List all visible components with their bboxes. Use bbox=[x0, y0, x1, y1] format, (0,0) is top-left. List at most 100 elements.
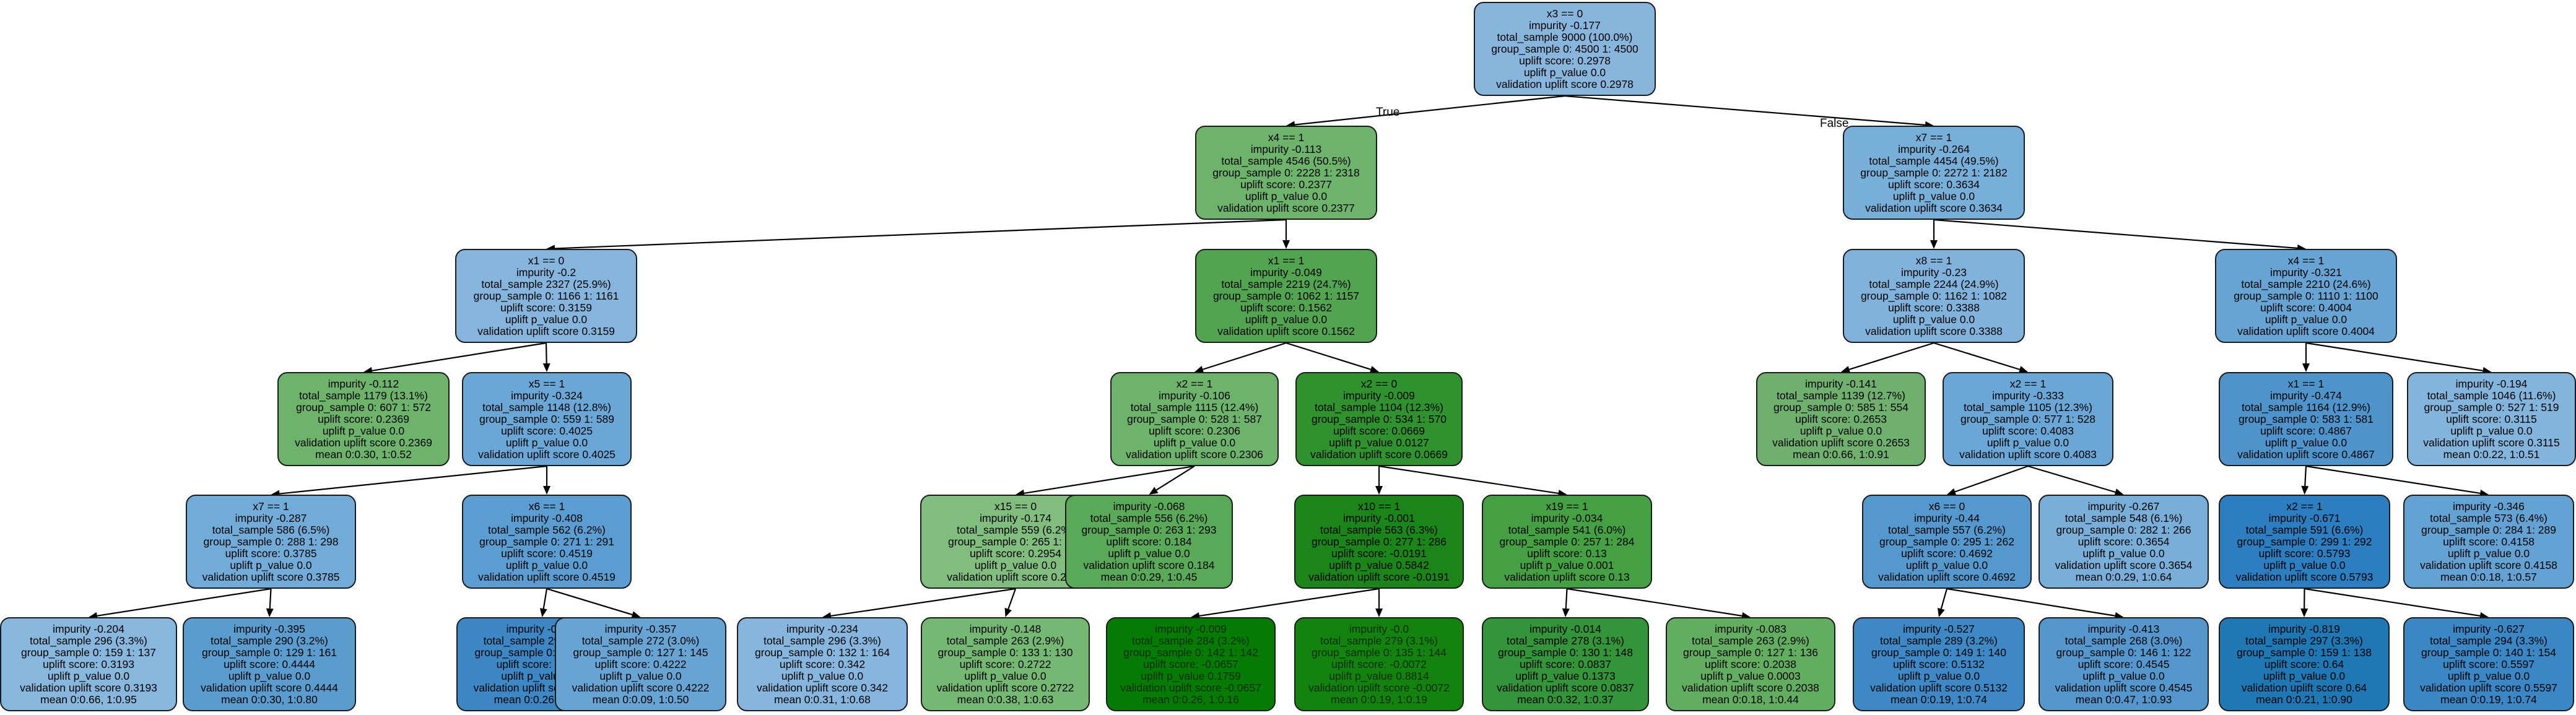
node-text-line: validation uplift score 0.3193 bbox=[20, 681, 157, 694]
node-text-line: uplift score: 0.342 bbox=[779, 657, 866, 670]
node-text-line: impurity -0.049 bbox=[1250, 266, 1322, 279]
node-text-line: impurity -0.413 bbox=[2087, 622, 2160, 635]
edge-arrowhead bbox=[266, 608, 274, 617]
node-text-line: uplift p_value 0.0 bbox=[2263, 558, 2346, 571]
node-text-line: validation uplift score 0.5132 bbox=[1870, 681, 2008, 694]
node-text-line: group_sample 0: 295 1: 262 bbox=[1879, 535, 2014, 548]
node-text-line: group_sample 0: 129 1: 161 bbox=[202, 646, 337, 659]
node-text-line: validation uplift score 0.2038 bbox=[1682, 681, 1819, 694]
edge-n16-n27 bbox=[542, 588, 548, 609]
node-text-line: mean 0:0.29, 1:0.45 bbox=[1100, 570, 1198, 583]
edge-n5-n11 bbox=[1849, 342, 1934, 370]
node-text-line: validation uplift score 0.5597 bbox=[2420, 681, 2557, 694]
node-text-line: group_sample 0: 133 1: 130 bbox=[938, 646, 1073, 659]
node-text-line: uplift p_value 0.0 bbox=[1986, 436, 2069, 449]
node-text-line: uplift score: 0.5132 bbox=[1893, 657, 1985, 670]
node-text-line: total_sample 563 (6.3%) bbox=[1320, 523, 1438, 536]
node-text-line: uplift p_value 0.0 bbox=[230, 558, 312, 571]
node-text-line: uplift p_value 0.0 bbox=[974, 558, 1057, 571]
node-text-line: impurity -0.113 bbox=[1250, 142, 1322, 155]
node-text-line: validation uplift score 0.3388 bbox=[1865, 324, 2003, 337]
node-text-line: group_sample 0: 1062 1: 1157 bbox=[1212, 289, 1360, 302]
node-text-line: total_sample 591 (6.6%) bbox=[2245, 523, 2364, 536]
edge-arrowhead bbox=[1282, 240, 1290, 249]
edge-arrowhead bbox=[1562, 608, 1570, 617]
node-text-line: uplift score: 0.184 bbox=[1106, 535, 1192, 548]
node-text-line: validation uplift score 0.0669 bbox=[1310, 448, 1448, 461]
node-text-line: uplift p_value 0.0 bbox=[1892, 189, 1975, 202]
node-text-line: impurity -0.106 bbox=[1159, 389, 1230, 402]
node-text-line: impurity -0.014 bbox=[1530, 622, 1601, 635]
node-text-line: total_sample 573 (6.4%) bbox=[2430, 511, 2548, 524]
edge-arrowhead bbox=[1938, 607, 1945, 617]
node-text-line: uplift p_value 0.0 bbox=[322, 424, 405, 437]
node-text-line: uplift score: 0.3654 bbox=[2078, 535, 2170, 548]
edge-n12-n22 bbox=[2027, 465, 2116, 493]
node-text-line: mean 0:0.30, 1:0.80 bbox=[221, 693, 318, 706]
node-text-line: group_sample 0: 288 1: 298 bbox=[203, 535, 339, 548]
edge-n16-n28 bbox=[546, 587, 633, 615]
node-text-line: uplift p_value 0.0 bbox=[47, 669, 130, 682]
node-text-line: uplift p_value 0.0127 bbox=[1329, 436, 1429, 449]
node-text-line: uplift score: 0.3388 bbox=[1888, 301, 1980, 314]
node-text-line: mean 0:0.29, 1:0.64 bbox=[2075, 570, 2172, 583]
node-text-line: uplift score: 0.2722 bbox=[959, 657, 1051, 670]
node-text-line: group_sample 0: 299 1: 292 bbox=[2237, 535, 2372, 548]
edge-n20-n34 bbox=[1567, 587, 1743, 617]
node-text-line: uplift p_value 0.1759 bbox=[1141, 669, 1241, 682]
node-text-line: uplift p_value 0.0 bbox=[781, 669, 864, 682]
node-text-line: group_sample 0: 130 1: 148 bbox=[1498, 646, 1633, 659]
node-text-line: uplift score: 0.3193 bbox=[43, 657, 134, 670]
node-text-line: group_sample 0: 1162 1: 1082 bbox=[1860, 289, 2008, 302]
node-text-line: impurity -0.819 bbox=[2268, 622, 2340, 635]
node-text-line: uplift score: 0.3634 bbox=[1888, 178, 1980, 191]
node-text-line: group_sample 0: 135 1: 144 bbox=[1312, 646, 1447, 659]
node-text-line: uplift p_value 0.0 bbox=[2447, 547, 2530, 560]
node-text-line: total_sample 279 (3.1%) bbox=[1320, 634, 1438, 647]
edge-n12-n21 bbox=[1954, 465, 2029, 493]
node-text-line: group_sample 0: 282 1: 266 bbox=[2056, 523, 2191, 536]
node-text-line: uplift p_value 0.0 bbox=[2082, 669, 2165, 682]
node-text-line: validation uplift score 0.3115 bbox=[2423, 436, 2560, 449]
node-text-line: validation uplift score 0.4444 bbox=[201, 681, 338, 694]
edge-n3-n7 bbox=[372, 342, 547, 371]
node-text-line: uplift p_value 0.0 bbox=[1905, 558, 1988, 571]
node-text-line: x1 == 1 bbox=[2287, 377, 2325, 390]
node-text-line: total_sample 1148 (12.8%) bbox=[482, 401, 611, 414]
node-text-line: x7 == 1 bbox=[253, 500, 289, 513]
node-text-line: uplift score: 0.1562 bbox=[1240, 301, 1332, 314]
node-text-line: impurity -0.357 bbox=[604, 622, 677, 635]
node-text-line: validation uplift score 0.2722 bbox=[936, 681, 1074, 694]
node-text-line: group_sample 0: 1110 1: 1100 bbox=[2234, 289, 2378, 302]
edge-arrowhead bbox=[542, 363, 550, 372]
node-text-line: uplift score: 0.4025 bbox=[501, 424, 593, 437]
edge-arrowhead bbox=[1841, 366, 1851, 373]
node-text-line: uplift score: 0.4519 bbox=[501, 547, 593, 560]
node-text-line: total_sample 278 (3.1%) bbox=[1507, 634, 1624, 647]
node-text-line: total_sample 1179 (13.1%) bbox=[299, 389, 428, 402]
node-text-line: total_sample 289 (3.2%) bbox=[1880, 634, 1998, 647]
node-text-line: total_sample 272 (3.0%) bbox=[581, 634, 700, 647]
node-text-line: uplift p_value 0.0 bbox=[505, 313, 588, 326]
edge-arrowhead bbox=[1369, 366, 1379, 373]
edge-n23-n38 bbox=[2304, 587, 2481, 617]
node-text-line: uplift score: 0.4545 bbox=[2078, 657, 2170, 670]
edge-n8-n15 bbox=[279, 465, 547, 495]
node-text-line: validation uplift score 0.0837 bbox=[1497, 681, 1634, 694]
node-text-line: mean 0:0.18, 1:0.57 bbox=[2440, 570, 2537, 583]
node-text-line: group_sample 0: 159 1: 138 bbox=[2237, 646, 2372, 659]
node-text-line: uplift score: 0.4083 bbox=[1982, 424, 2074, 437]
node-text-line: mean 0:0.19, 1:0.74 bbox=[2440, 693, 2537, 706]
node-text-line: uplift score: 0.4158 bbox=[2443, 535, 2535, 548]
node-text-line: impurity -0.408 bbox=[511, 511, 583, 524]
node-text-line: total_sample 556 (6.2%) bbox=[1090, 511, 1208, 524]
